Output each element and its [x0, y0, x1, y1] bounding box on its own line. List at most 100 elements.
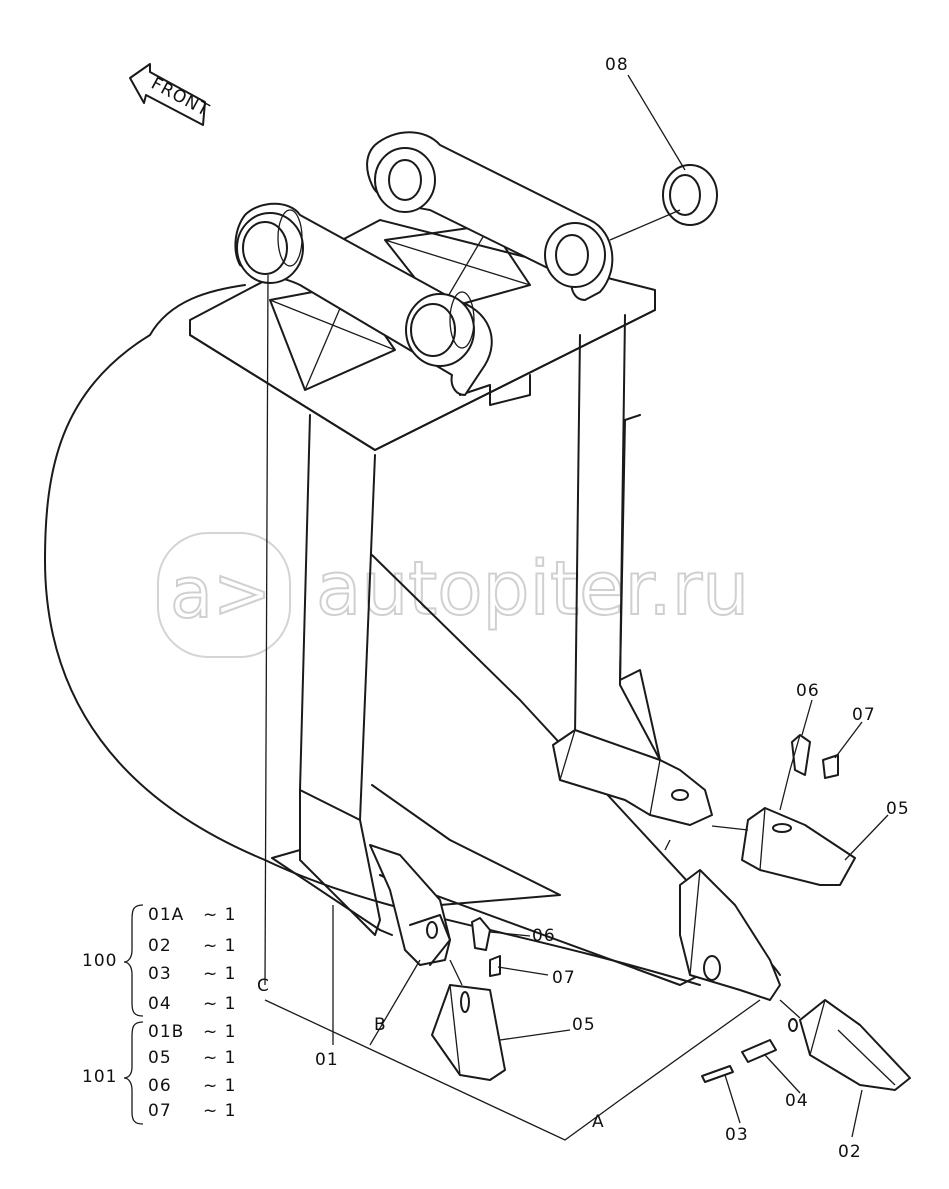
axis-line-b	[369, 959, 421, 1046]
leader-06-mid	[489, 931, 531, 937]
legend-101-brace	[123, 1021, 144, 1125]
lip-floor-line	[379, 874, 701, 986]
pin-03-body	[701, 1065, 734, 1083]
tooth-05-top	[741, 807, 856, 886]
adapter-right-body	[679, 869, 781, 1001]
callout-a: A	[592, 1112, 605, 1132]
callout-03: 03	[725, 1125, 749, 1145]
axis-line-tooth-02	[779, 999, 801, 1019]
boss-3-outer	[374, 147, 436, 213]
left-post	[299, 414, 376, 821]
legend-101-row-4-qty: ~ 1	[203, 1101, 236, 1121]
axis-line-a-base	[264, 999, 621, 1141]
adapter-middle-edges	[559, 729, 661, 816]
pin-06-top	[789, 734, 811, 776]
legend-100-row-3-qty: ~ 1	[203, 964, 236, 984]
tooth-05-mid-edge	[449, 984, 461, 1076]
leader-lines	[264, 74, 889, 1141]
washer-08-inner	[669, 174, 701, 216]
watermark-logo-frame	[157, 532, 291, 658]
legend-101-row-2-qty: ~ 1	[203, 1048, 236, 1068]
boss-4-inner	[555, 234, 589, 276]
legend-100-row-2-qty: ~ 1	[203, 936, 236, 956]
leader-02	[851, 1089, 863, 1138]
watermark-logo: a>	[170, 552, 272, 634]
pin-03	[701, 1065, 734, 1083]
tooth-05-top-body	[741, 807, 856, 886]
left-base-plate	[271, 849, 393, 936]
adapter-middle-pinhole	[671, 789, 689, 801]
legend-101-row-1-part: 01B	[148, 1022, 184, 1042]
callout-06-top: 06	[796, 681, 820, 701]
legend-101-row-3-qty: ~ 1	[203, 1076, 236, 1096]
parts-legend: 100 01A ~ 1 02 ~ 1 03 ~ 1 04 ~ 1 101 01B…	[82, 904, 236, 1125]
legend-100-row-4-qty: ~ 1	[203, 994, 236, 1014]
callout-07-mid: 07	[552, 968, 576, 988]
front-arrow: FRONT	[129, 63, 213, 126]
legend-100-code: 100	[82, 951, 117, 971]
leader-06-top	[801, 699, 813, 736]
pin-06-mid-body	[471, 917, 491, 951]
pin-06-top-edge	[789, 734, 801, 771]
side-frame-left	[271, 414, 393, 936]
legend-100-row-1-qty: ~ 1	[203, 905, 236, 925]
adapter-middle	[552, 729, 713, 851]
boss-3-inner	[388, 159, 422, 201]
tooth-05-top-edge	[759, 807, 766, 871]
side-frame-right	[574, 314, 661, 761]
tooth-05-mid-slot	[460, 991, 470, 1013]
sleeve-04-body	[741, 1039, 777, 1063]
legend-101-row-3-part: 06	[148, 1076, 172, 1096]
axis-line-pin-top	[779, 769, 791, 811]
leader-07-mid	[497, 966, 549, 976]
legend-100-row-3-part: 03	[148, 964, 172, 984]
axis-line-tooth-top	[711, 825, 749, 831]
bushing-2-outer	[405, 293, 475, 367]
right-post-inner	[619, 414, 661, 761]
callout-labels: 08 06 07 05 06 07 05 01 02 03 04 A B C	[257, 55, 910, 1162]
bushing-2-flange	[449, 291, 475, 349]
adapter-middle-body	[552, 729, 713, 826]
tooth-05-top-slot	[772, 823, 792, 833]
axis-line-tooth-mid	[449, 959, 463, 986]
callout-08: 08	[605, 55, 629, 75]
leader-05-mid	[499, 1029, 571, 1041]
bracket-right	[366, 131, 614, 301]
right-post-outer	[619, 314, 661, 761]
pin-06-mid	[471, 917, 491, 951]
adapter-left-body	[369, 844, 451, 966]
left-post-foot	[299, 789, 381, 936]
leader-05-top	[844, 814, 889, 861]
tooth-02-pinhole	[788, 1018, 798, 1032]
washer-08-outer	[662, 164, 718, 226]
adapter-left-pinhole	[426, 921, 438, 939]
under-boss	[459, 374, 531, 406]
adapter-right-edge	[689, 869, 701, 976]
legend-100-row-1-part: 01A	[148, 905, 184, 925]
callout-06-mid: 06	[532, 926, 556, 946]
legend-101-row-2-part: 05	[148, 1048, 172, 1068]
lock-07-top	[822, 754, 839, 779]
bushing-2-inner	[410, 303, 456, 357]
tooth-02-ridge	[837, 1029, 896, 1086]
axis-line-a	[619, 999, 761, 1101]
washer-08-axis	[609, 209, 681, 241]
leader-04	[764, 1054, 801, 1094]
leader-07-top	[834, 721, 863, 759]
leader-08	[627, 74, 686, 171]
legend-101-code: 101	[82, 1067, 117, 1087]
right-inner-edge	[574, 334, 581, 736]
boss-4-outer	[544, 222, 606, 288]
callout-05-top: 05	[886, 799, 910, 819]
front-arrow-shape	[129, 63, 206, 126]
tooth-02	[788, 999, 911, 1091]
lock-07-top-body	[822, 754, 839, 779]
legend-101-row-1-qty: ~ 1	[203, 1022, 236, 1042]
legend-100-row-4-part: 04	[148, 994, 172, 1014]
top-plate-edge	[189, 309, 656, 451]
callout-05-mid: 05	[572, 1015, 596, 1035]
legend-100-brace	[123, 904, 144, 1017]
adapter-left	[369, 844, 451, 966]
lock-07-mid-body	[489, 955, 501, 977]
callout-04: 04	[785, 1091, 809, 1111]
